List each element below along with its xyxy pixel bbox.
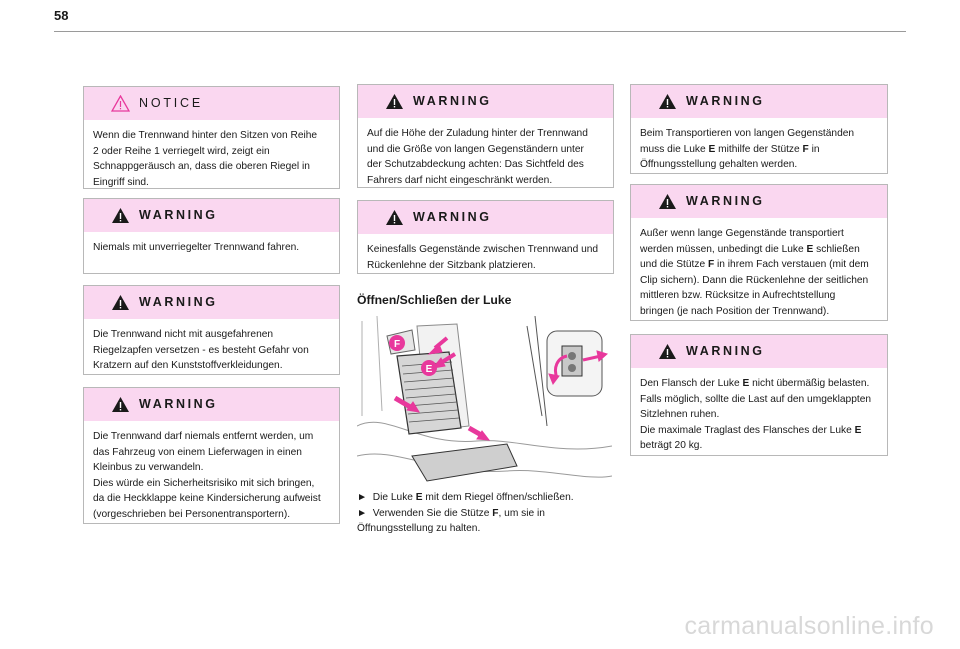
warning-title: WARNING xyxy=(139,397,218,411)
notice-title: NOTICE xyxy=(139,96,204,110)
warning-text: Die Trennwand nicht mit ausgefahrenen Ri… xyxy=(93,329,309,371)
warning-box: WARNING Auf die Höhe der Zuladung hinter… xyxy=(357,84,614,188)
step-1: ► Die Luke E mit dem Riegel öffnen/schli… xyxy=(357,492,574,503)
page-number: 58 xyxy=(54,8,69,23)
warning-triangle-filled-icon xyxy=(386,210,403,225)
warning-box: WARNING Die Trennwand nicht mit ausgefah… xyxy=(83,285,340,375)
warning-box: WARNING Beim Transportieren von langen G… xyxy=(630,84,888,174)
warning-text: Beim Transportieren von langen Gegenstän… xyxy=(640,128,855,170)
notice-box: NOTICE Wenn die Trennwand hinter den Sit… xyxy=(83,86,340,189)
warning-header: WARNING xyxy=(84,286,339,319)
warning-triangle-filled-icon xyxy=(659,344,676,359)
warning-triangle-outline-icon xyxy=(111,95,130,112)
warning-box: WARNING Außer wenn lange Gegenstände tra… xyxy=(630,184,888,321)
warning-text: Keinesfalls Gegenstände zwischen Trennwa… xyxy=(367,244,599,271)
warning-header: WARNING xyxy=(631,185,887,218)
warning-text: Die Trennwand darf niemals entfernt werd… xyxy=(93,431,321,520)
warning-triangle-filled-icon xyxy=(659,94,676,109)
warning-header: WARNING xyxy=(358,201,613,234)
warning-title: WARNING xyxy=(139,208,218,222)
warning-text: Außer wenn lange Gegenstände transportie… xyxy=(640,228,869,317)
warning-text: Niemals mit unverriegelter Trennwand fah… xyxy=(93,242,300,253)
hatch-illustration: F E xyxy=(357,316,612,486)
warning-header: WARNING xyxy=(84,199,339,232)
warning-triangle-filled-icon xyxy=(112,397,129,412)
warning-header: WARNING xyxy=(631,85,887,118)
warning-triangle-filled-icon xyxy=(659,194,676,209)
warning-header: WARNING xyxy=(84,388,339,421)
warning-text: Auf die Höhe der Zuladung hinter der Tre… xyxy=(367,128,588,186)
warning-triangle-filled-icon xyxy=(112,295,129,310)
warning-box: WARNING Keinesfalls Gegenstände zwischen… xyxy=(357,200,614,274)
warning-triangle-filled-icon xyxy=(386,94,403,109)
watermark: carmanualsonline.info xyxy=(684,612,934,640)
notice-header: NOTICE xyxy=(84,87,339,120)
warning-title: WARNING xyxy=(139,295,218,309)
section-heading: Öffnen/Schließen der Luke xyxy=(357,293,512,307)
warning-title: WARNING xyxy=(413,210,492,224)
label-e: E xyxy=(426,364,433,375)
warning-triangle-filled-icon xyxy=(112,208,129,223)
warning-box: WARNING Die Trennwand darf niemals entfe… xyxy=(83,387,340,524)
warning-title: WARNING xyxy=(413,94,492,108)
warning-box: WARNING Niemals mit unverriegelter Trenn… xyxy=(83,198,340,274)
warning-title: WARNING xyxy=(686,344,765,358)
top-rule xyxy=(54,31,906,32)
notice-text: Wenn die Trennwand hinter den Sitzen von… xyxy=(93,130,318,188)
warning-header: WARNING xyxy=(358,85,613,118)
warning-title: WARNING xyxy=(686,194,765,208)
warning-title: WARNING xyxy=(686,94,765,108)
warning-box: WARNING Den Flansch der Luke E nicht übe… xyxy=(630,334,888,456)
warning-header: WARNING xyxy=(631,335,887,368)
label-f: F xyxy=(394,339,400,350)
warning-text: Den Flansch der Luke E nicht übermäßig b… xyxy=(640,378,872,451)
steps: ► Die Luke E mit dem Riegel öffnen/schli… xyxy=(357,490,617,537)
